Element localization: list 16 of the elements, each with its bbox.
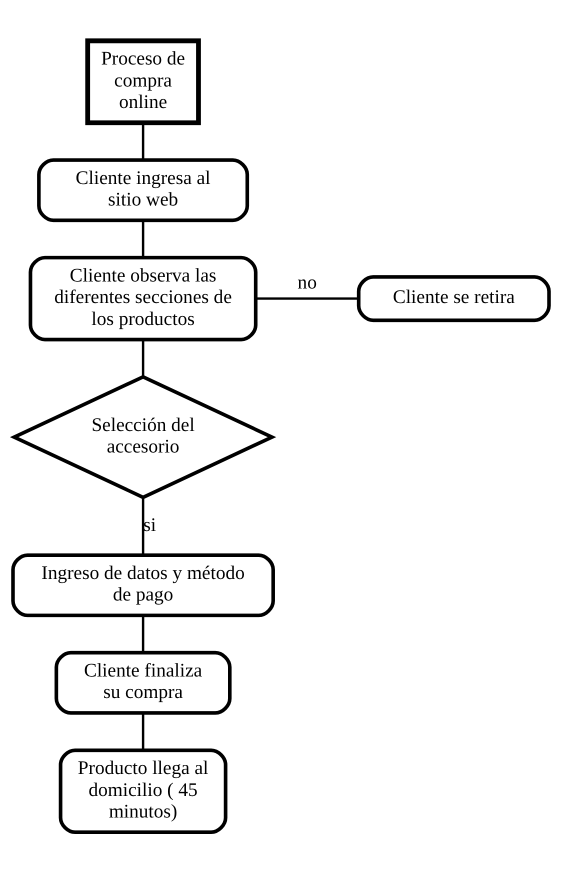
node-box: Proceso de compra online	[85, 38, 201, 125]
node-box: Cliente finaliza su compra	[54, 650, 232, 714]
connector	[256, 296, 358, 300]
connector	[142, 712, 144, 750]
edge-label: no	[298, 272, 317, 294]
connector	[142, 497, 144, 554]
connector	[142, 615, 144, 652]
connector	[142, 220, 144, 257]
connector	[142, 339, 144, 376]
node-box: Cliente se retira	[356, 274, 551, 322]
node-box: Cliente ingresa al sitio web	[37, 158, 250, 222]
node-box: Producto llega al domicilio ( 45 minutos)	[58, 748, 228, 834]
connector	[142, 122, 144, 160]
node-diamond: Selección del accesorio	[10, 374, 276, 499]
node-box: Cliente observa las diferentes secciones de los productos	[28, 255, 258, 341]
node-box: Ingreso de datos y método de pago	[11, 552, 275, 617]
